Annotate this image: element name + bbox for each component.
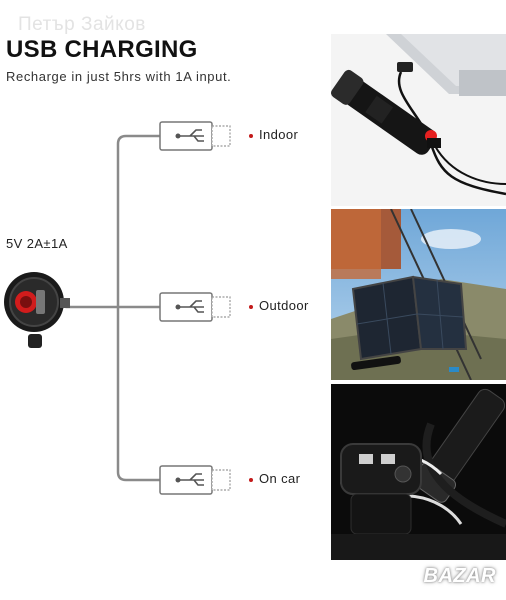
page-title: USB CHARGING	[6, 36, 198, 63]
indoor-laptop-photo	[331, 34, 506, 206]
flashlight-cap-icon	[4, 272, 70, 348]
charging-spec: 5V 2A±1A	[6, 236, 68, 251]
seller-watermark: Петър Зайков	[18, 14, 146, 35]
label-indoor: Indoor	[259, 127, 299, 142]
on-car-charger-photo	[331, 384, 506, 560]
label-on-car: On car	[259, 471, 301, 486]
usb-plug-icon	[159, 465, 231, 495]
bullet-dot	[249, 134, 253, 138]
usb-plug-icon	[159, 292, 231, 322]
bullet-dot	[249, 478, 253, 482]
usb-plug-icon	[159, 121, 231, 151]
bullet-dot	[249, 305, 253, 309]
outdoor-solar-panel-photo	[331, 209, 506, 380]
label-outdoor: Outdoor	[259, 298, 309, 313]
page-subtitle: Recharge in just 5hrs with 1A input.	[6, 69, 232, 84]
usb-cable-diagram	[4, 121, 231, 495]
bazar-logo: BAZAR	[423, 565, 496, 587]
